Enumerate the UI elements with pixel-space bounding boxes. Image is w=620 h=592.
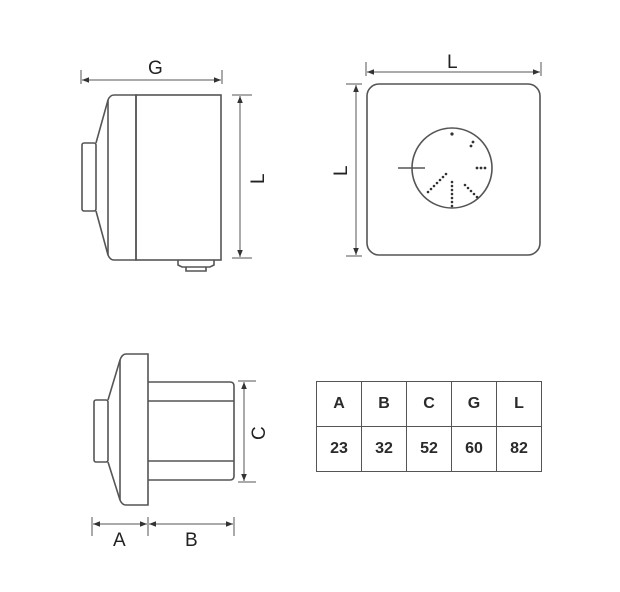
- header-b: B: [361, 381, 407, 427]
- dimension-l-top: [365, 62, 542, 76]
- value-g: 60: [451, 426, 497, 472]
- side-knob: [81, 142, 97, 212]
- front-plate: [366, 83, 541, 256]
- label-b: B: [185, 530, 198, 551]
- dial-markings: [426, 132, 487, 208]
- side-view: [81, 94, 222, 272]
- table-value-row: 23 32 52 60 82: [316, 426, 542, 472]
- value-b: 32: [361, 426, 407, 472]
- top-knob: [93, 399, 109, 463]
- top-bezel: [107, 353, 149, 506]
- label-a: A: [113, 530, 126, 551]
- header-l: L: [496, 381, 542, 427]
- top-body: [148, 381, 235, 481]
- value-a: 23: [316, 426, 362, 472]
- label-g: G: [148, 58, 163, 79]
- dimension-table: A B C G L 23 32 52 60 82: [316, 381, 542, 472]
- side-bezel: [95, 94, 137, 261]
- dimension-a-b: [91, 517, 235, 536]
- dimension-g: [80, 70, 223, 84]
- top-view: [93, 353, 235, 506]
- side-body: [135, 94, 222, 261]
- table-header-row: A B C G L: [316, 381, 542, 427]
- label-c: C: [249, 426, 270, 440]
- dimension-l-side: [232, 94, 252, 259]
- header-c: C: [406, 381, 452, 427]
- label-l-side: L: [248, 173, 269, 184]
- dimension-c: [238, 380, 256, 483]
- dimension-l-left: [346, 83, 362, 257]
- value-l: 82: [496, 426, 542, 472]
- value-c: 52: [406, 426, 452, 472]
- front-view: [366, 83, 541, 256]
- label-l-top: L: [447, 52, 458, 73]
- header-g: G: [451, 381, 497, 427]
- header-a: A: [316, 381, 362, 427]
- label-l-left: L: [331, 165, 352, 176]
